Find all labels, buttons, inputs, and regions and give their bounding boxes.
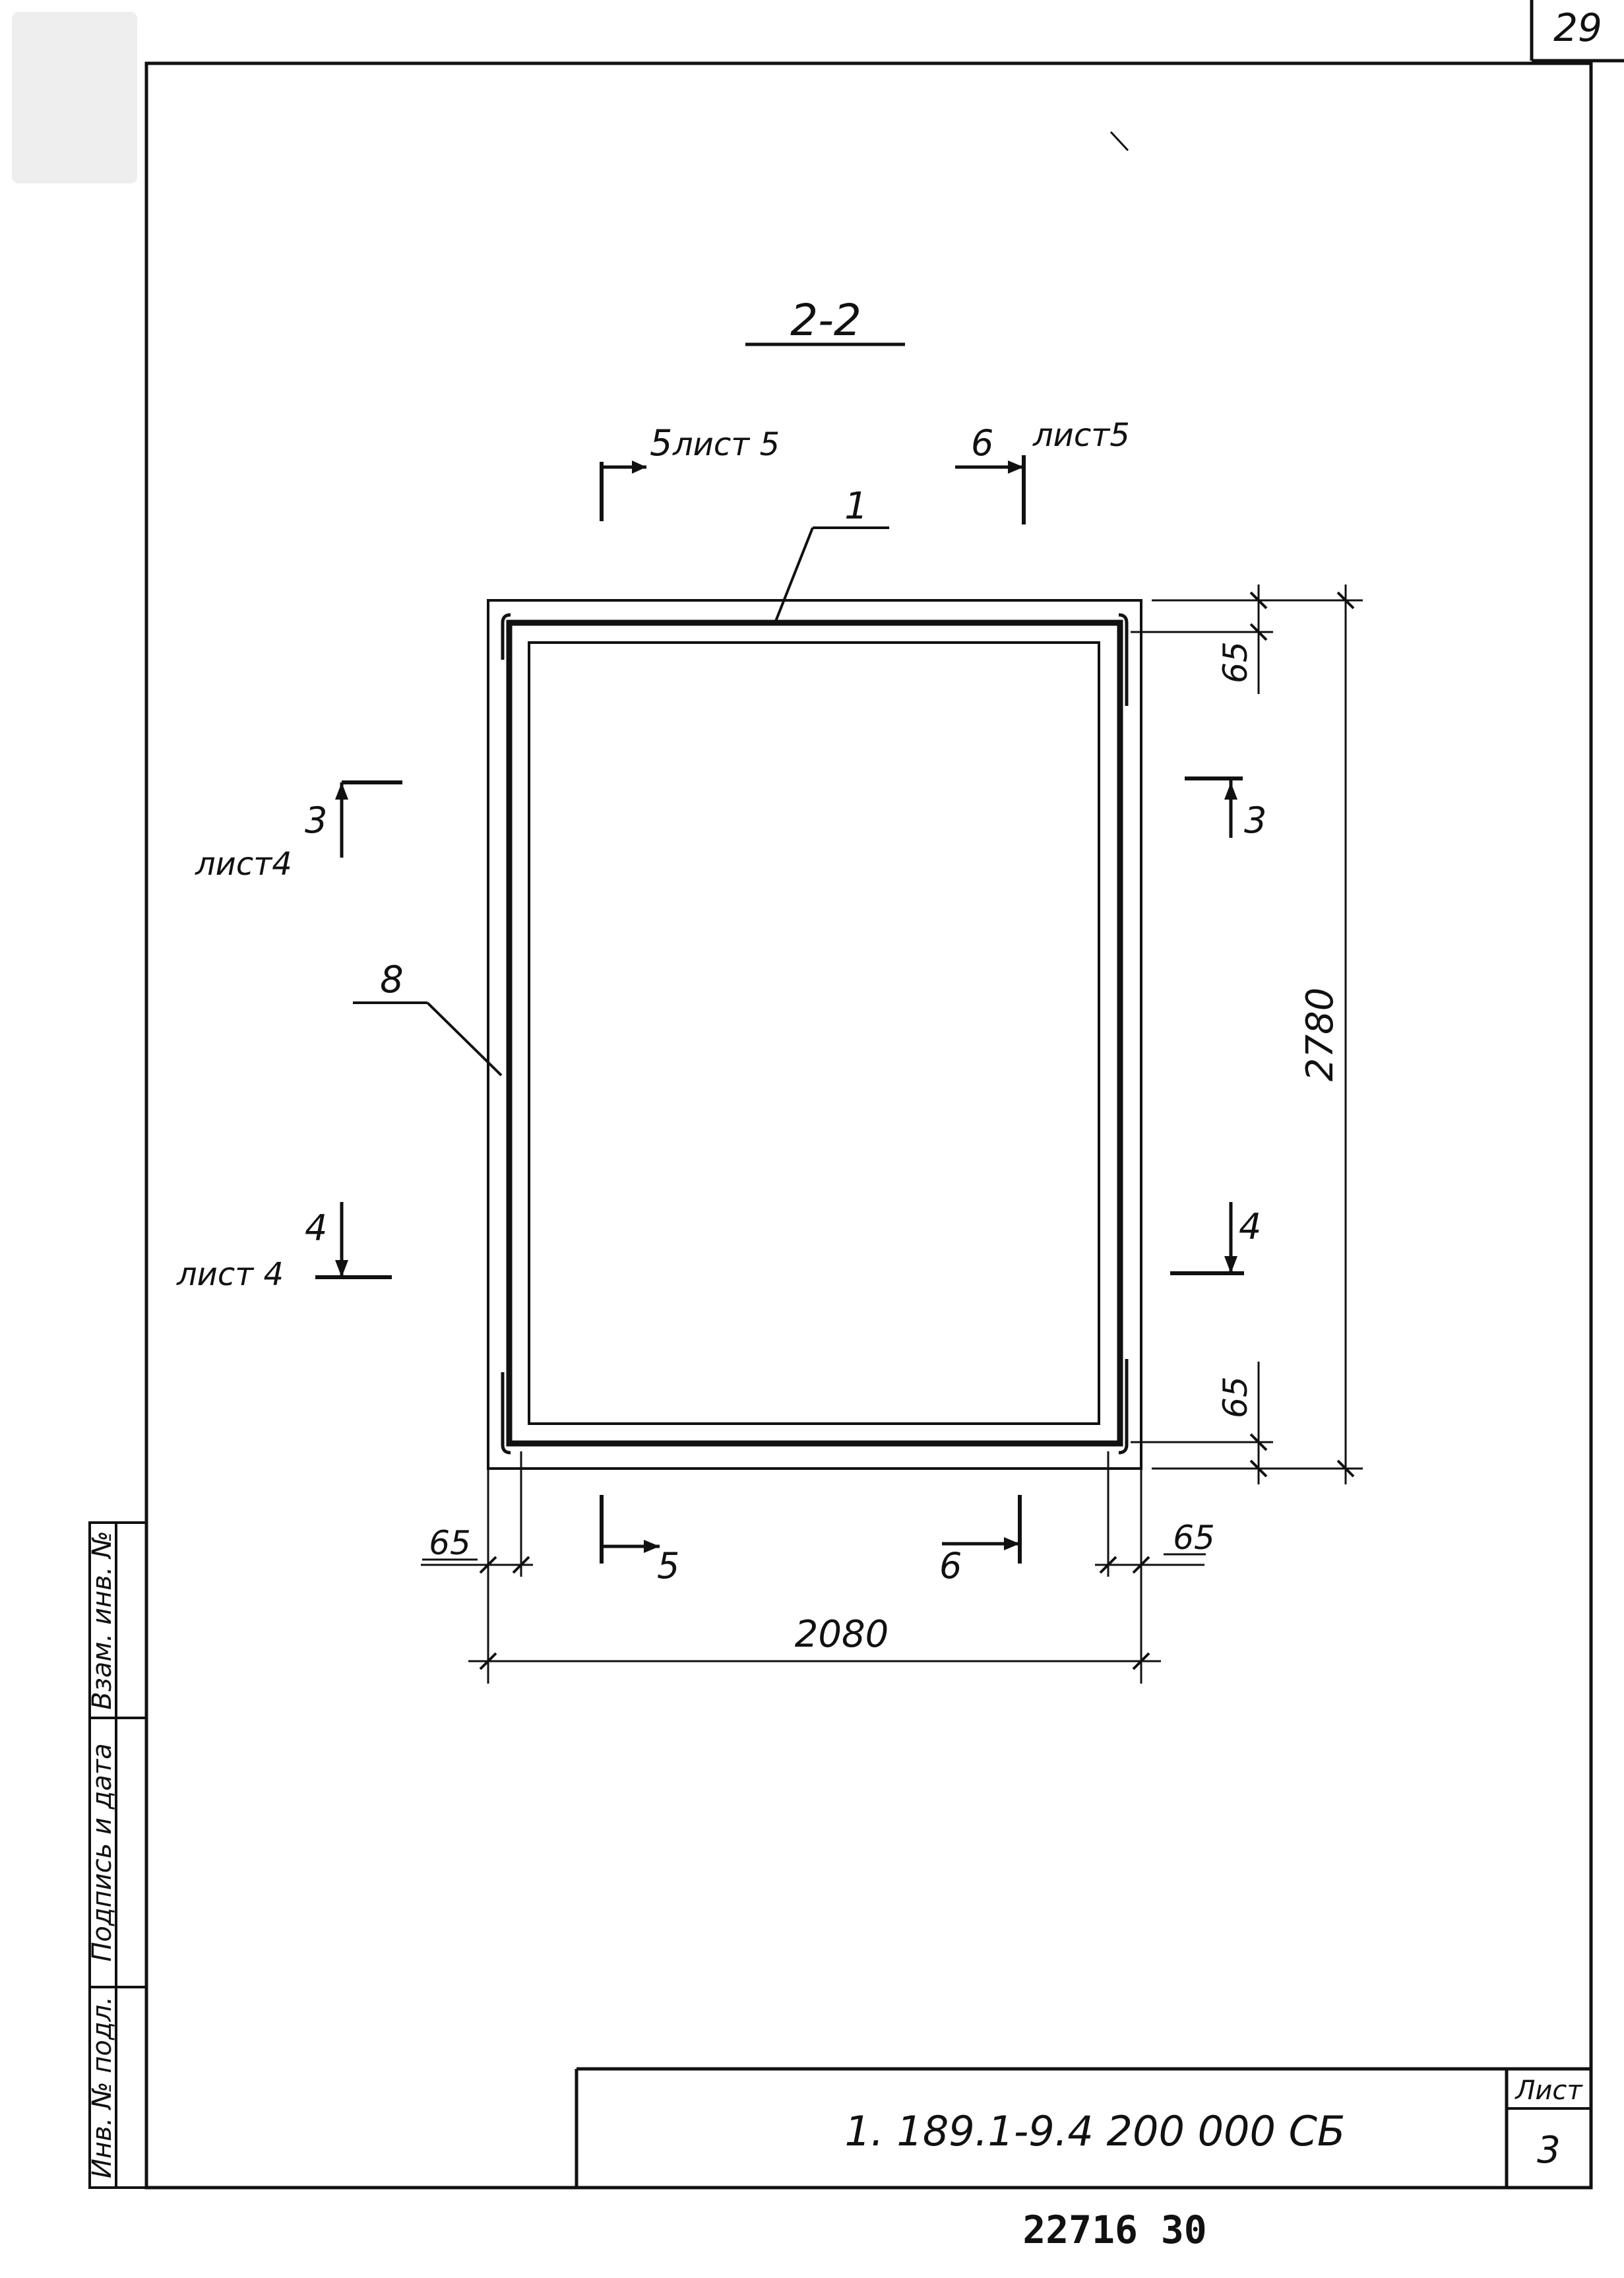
side-stamp-inv-swap: Взам. инв. № <box>87 1531 117 1710</box>
dim-left-offset: 65 <box>429 1524 471 1562</box>
cut-3-left-ref: лист4 <box>195 846 292 883</box>
cut-marker-3-left: 3 лист4 <box>195 780 402 883</box>
cut-marker-4-right: 4 <box>1170 1202 1261 1275</box>
dim-width: 2080 <box>795 1613 889 1656</box>
callout-part-8: 8 <box>353 959 503 1077</box>
panel-outline <box>487 599 1142 1470</box>
cut-6-top-ref: лист5 <box>1032 417 1130 454</box>
sheet-number: 3 <box>1537 2129 1561 2172</box>
scan-mark <box>1109 131 1129 152</box>
cut-marker-4-left: 4 лист 4 <box>176 1202 392 1293</box>
dim-height: 2780 <box>1299 988 1342 1082</box>
cut-4-left-ref: лист 4 <box>176 1256 284 1293</box>
side-stamp-inv-orig: Инв. № подл. <box>87 1996 117 2178</box>
cut-6-bottom-num: 6 <box>939 1545 962 1587</box>
cut-5-top-num: 5 <box>650 422 672 464</box>
dimension-vertical <box>1131 585 1363 1484</box>
callout-part-1: 1 <box>774 485 889 623</box>
section-title-text: 2-2 <box>790 295 861 346</box>
cut-3-left-num: 3 <box>305 800 327 841</box>
dim-right-offset: 65 <box>1173 1519 1215 1557</box>
drawing-frame <box>144 61 1593 2190</box>
cut-marker-3-right: 3 <box>1185 776 1266 841</box>
corner-hooks <box>501 613 1129 1455</box>
cut-4-right-num: 4 <box>1239 1206 1261 1248</box>
doc-code: 1. 189.1-9.4 200 000 СБ <box>845 2107 1346 2155</box>
dimension-horizontal <box>421 1451 1204 1684</box>
side-stamp <box>88 1521 148 2189</box>
cut-5-bottom-num: 5 <box>657 1545 679 1587</box>
callout-part-8-label: 8 <box>380 959 404 1001</box>
page-number-box: 29 <box>1530 0 1624 63</box>
title-block <box>575 2067 1591 2188</box>
section-title: 2-2 <box>745 295 905 346</box>
cut-3-right-num: 3 <box>1244 800 1266 841</box>
dim-bottom-offset: 65 <box>1216 1376 1255 1418</box>
sheet-label: Лист <box>1514 2075 1583 2106</box>
cut-6-top-num: 6 <box>971 422 993 464</box>
page-number: 29 <box>1553 5 1602 50</box>
cut-marker-6-bottom: 6 <box>939 1495 1022 1587</box>
callout-part-1-label: 1 <box>844 485 868 528</box>
dim-top-offset: 65 <box>1216 641 1255 683</box>
cut-marker-5-top: 5 лист 5 <box>600 422 780 521</box>
reinforcement-frame <box>506 619 1123 1447</box>
cut-marker-5-bottom: 5 <box>600 1495 679 1587</box>
faded-stamp <box>12 12 137 183</box>
footer-code: 22716 30 <box>1022 2207 1206 2252</box>
cut-5-top-ref: лист 5 <box>672 426 780 463</box>
cut-marker-6-top: 6 лист5 <box>955 417 1130 524</box>
cut-4-left-num: 4 <box>305 1207 327 1249</box>
inner-opening <box>528 641 1100 1425</box>
side-stamp-sign-date: Подпись и дата <box>87 1743 117 1961</box>
